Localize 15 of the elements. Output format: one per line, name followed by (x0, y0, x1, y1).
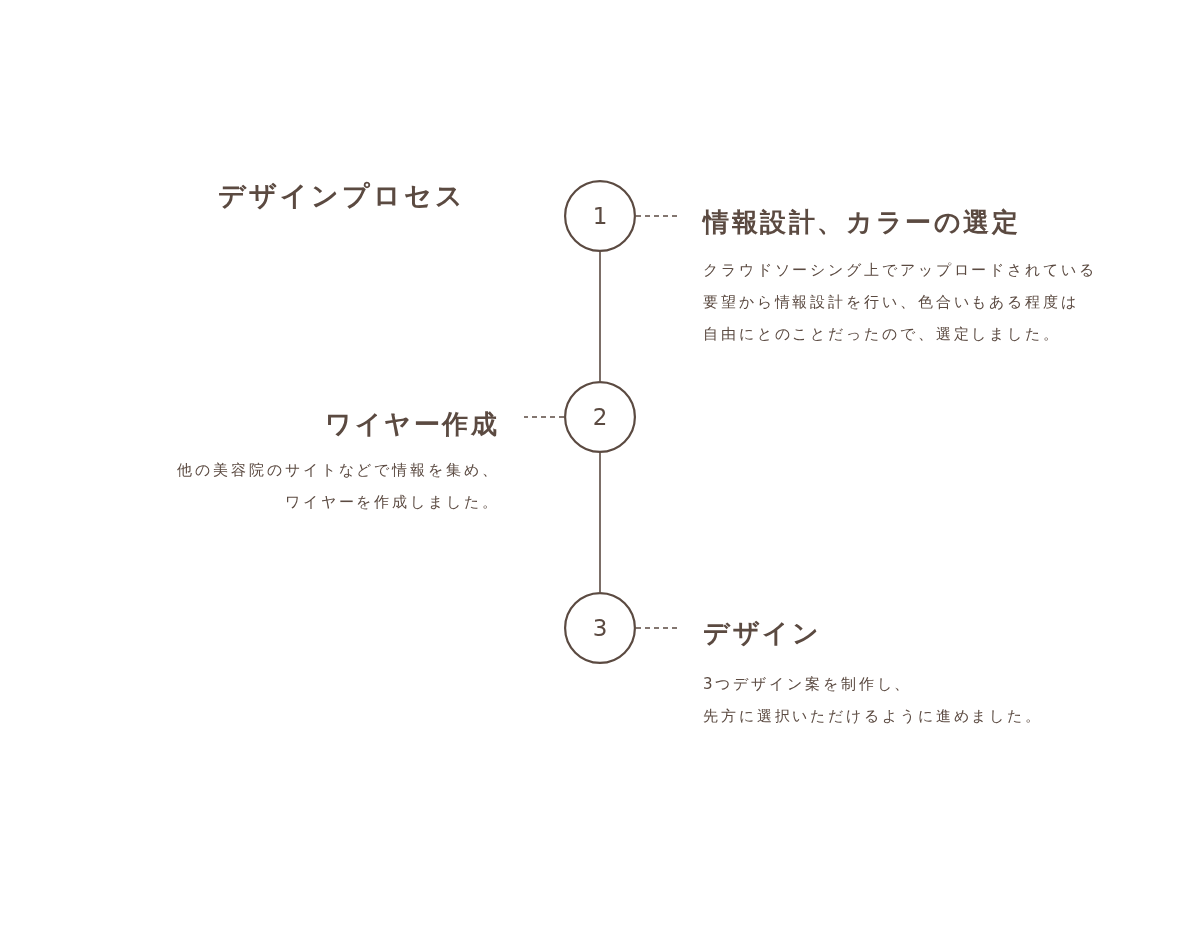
connector-line (599, 251, 601, 382)
dashed-line (523, 416, 565, 418)
step-number: 3 (592, 615, 608, 641)
step-number: 1 (592, 203, 608, 229)
step-heading: 情報設計、カラーの選定 (703, 206, 1021, 239)
step-heading: ワイヤー作成 (325, 408, 500, 441)
dashed-line (635, 627, 679, 629)
step-heading: デザイン (703, 617, 822, 650)
step-description: 他の美容院のサイトなどで情報を集め、ワイヤーを作成しました。 (176, 460, 500, 513)
diagram-title: デザインプロセス (218, 179, 466, 213)
step-number: 2 (592, 404, 608, 430)
dashed-line (635, 215, 679, 217)
step-description: 3つデザイン案を制作し、先方に選択いただけるように進めました。 (703, 674, 1045, 727)
connector-line (599, 452, 601, 593)
step-description: クラウドソーシング上でアップロードされている要望から情報設計を行い、色合いもある程度は自由にとのことだったので、選定しました。 (703, 260, 1098, 345)
